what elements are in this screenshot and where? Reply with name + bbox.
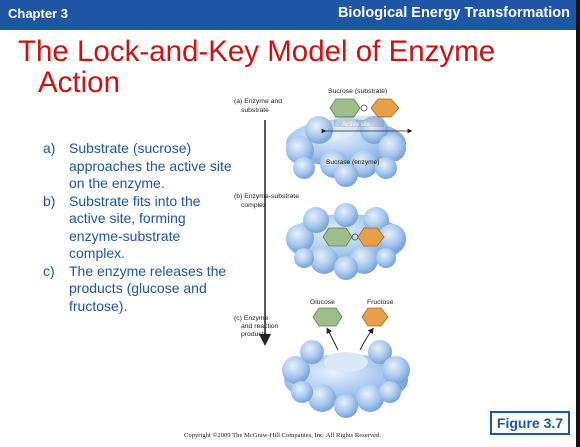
slide-title-line1: The Lock-and-Key Model of Enzyme [18, 35, 496, 68]
enzyme-diagram: (a) Enzyme and substrate Sucrose (substr… [234, 88, 413, 418]
panel-c-label-1: (c) Enzyme [234, 315, 269, 322]
panel-b-label-2: complex [241, 202, 267, 209]
substrate-label: Sucrose (substrate) [328, 88, 387, 95]
figure-number: Figure 3.7 [490, 411, 570, 435]
step-item: c) The enzyme releases the products (glu… [43, 263, 233, 316]
step-text: The enzyme releases the products (glucos… [69, 262, 227, 314]
header-bar: Chapter 3 Biological Energy Transformati… [0, 0, 576, 30]
section-title: Biological Energy Transformation [337, 5, 570, 21]
enzyme-blob-c [282, 340, 410, 418]
step-text: Substrate fits into the active site, for… [69, 192, 201, 262]
panel-c: (c) Enzyme and reaction products Glucose… [234, 299, 410, 418]
panel-c-label-2: and reaction [241, 323, 279, 330]
glucose-label: Glucose [310, 299, 335, 306]
chapter-label: Chapter 3 [8, 6, 68, 21]
panel-b-label-1: (b) Enzyme-substrate [234, 193, 299, 200]
glycosidic-link [360, 104, 368, 112]
panel-a-label-2: substrate [241, 107, 269, 114]
fructose-pentagon [361, 307, 389, 327]
panel-a-label-1: (a) Enzyme and [234, 98, 282, 105]
fructose-pentagon [370, 98, 400, 118]
glucose-hexagon [329, 98, 361, 118]
copyright-notice: Copyright ©2009 The McGraw-Hill Companie… [184, 432, 381, 439]
step-text: Substrate (sucrose) approaches the activ… [69, 140, 232, 191]
window-edge [576, 0, 580, 447]
fructose-label: Fructose [367, 299, 394, 306]
step-marker: b) [43, 192, 56, 209]
panel-c-label-3: products [241, 331, 268, 338]
active-site-label: Active site [342, 121, 371, 128]
step-marker: a) [43, 140, 56, 156]
slide-title-line2: Action [38, 66, 120, 99]
step-item: a) Substrate (sucrose) approaches the ac… [43, 140, 233, 193]
step-list: a) Substrate (sucrose) approaches the ac… [43, 140, 233, 315]
panel-b: (b) Enzyme-substrate complex [234, 193, 406, 280]
fructose-pentagon [357, 227, 385, 247]
glucose-hexagon [312, 307, 343, 327]
step-marker: c) [43, 262, 55, 279]
panel-a: (a) Enzyme and substrate Sucrose (substr… [234, 88, 413, 187]
slide-title: The Lock-and-Key Model of Enzyme Action [18, 36, 538, 98]
step-item: b) Substrate fits into the active site, … [43, 193, 233, 263]
enzyme-label: Sucrase (enzyme) [326, 159, 380, 166]
glucose-hexagon [322, 227, 353, 247]
